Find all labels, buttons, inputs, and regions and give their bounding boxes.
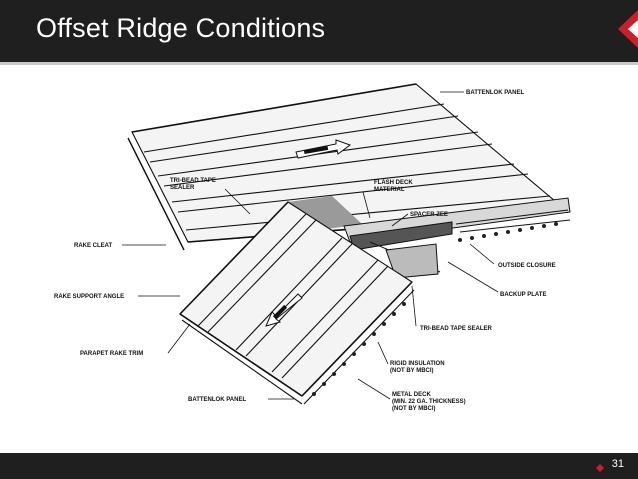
- label-tri-bead-tape-line1: TRI-BEAD TAPE: [170, 178, 216, 184]
- label-battenlok-panel-top: BATTENLOK PANEL: [466, 90, 524, 96]
- label-flash-deck-line1: FLASH DECK: [374, 180, 413, 186]
- direction-arrow-lower: [265, 293, 303, 327]
- label-rigid-insulation-line2: (NOT BY MBCI): [390, 368, 434, 374]
- label-tri-bead-tape-sealer: TRI-BEAD TAPE SEALER: [420, 326, 493, 332]
- slide-title: Offset Ridge Conditions: [36, 13, 326, 43]
- label-rake-cleat: RAKE CLEAT: [74, 243, 113, 249]
- offset-ridge-diagram: BATTENLOK PANEL TRI-BEAD TAPE SEALER FLA…: [40, 74, 584, 442]
- page-number: 31: [611, 458, 624, 470]
- label-parapet-rake-trim: PARAPET RAKE TRIM: [80, 351, 143, 357]
- label-metal-deck-line3: (NOT BY MBCI): [392, 406, 436, 412]
- label-metal-deck-line2: (MIN. 22 GA. THICKNESS): [392, 399, 466, 405]
- label-tri-bead-tape-line2: SEALER: [170, 185, 195, 191]
- slide-header: Offset Ridge Conditions: [0, 0, 638, 62]
- header-divider: [0, 62, 638, 65]
- ridge-hardware: [343, 197, 571, 279]
- leader-lines: [122, 91, 499, 400]
- label-backup-plate: BACKUP PLATE: [500, 292, 546, 298]
- slide-footer: 31: [0, 453, 638, 479]
- roof-detail-drawing: BATTENLOK PANEL TRI-BEAD TAPE SEALER FLA…: [54, 83, 571, 412]
- footer-diamond-icon: [596, 464, 604, 472]
- direction-arrow-upper: [295, 139, 352, 159]
- label-flash-deck-line2: MATERIAL: [374, 187, 405, 193]
- label-outside-closure: OUTSIDE CLOSURE: [498, 263, 556, 269]
- outside-closure: [458, 222, 558, 242]
- flash-deck-material: [288, 196, 362, 230]
- label-spacer-zee: SPACER ZEE: [410, 212, 448, 218]
- label-metal-deck-line1: METAL DECK: [392, 392, 431, 398]
- logo-diamond-icon: [618, 10, 638, 48]
- label-rake-support-angle: RAKE SUPPORT ANGLE: [54, 294, 124, 300]
- label-rigid-insulation-line1: RIGID INSULATION: [390, 361, 445, 367]
- metal-deck-corrugation: [312, 302, 406, 396]
- label-battenlok-panel-bottom: BATTENLOK PANEL: [188, 397, 246, 403]
